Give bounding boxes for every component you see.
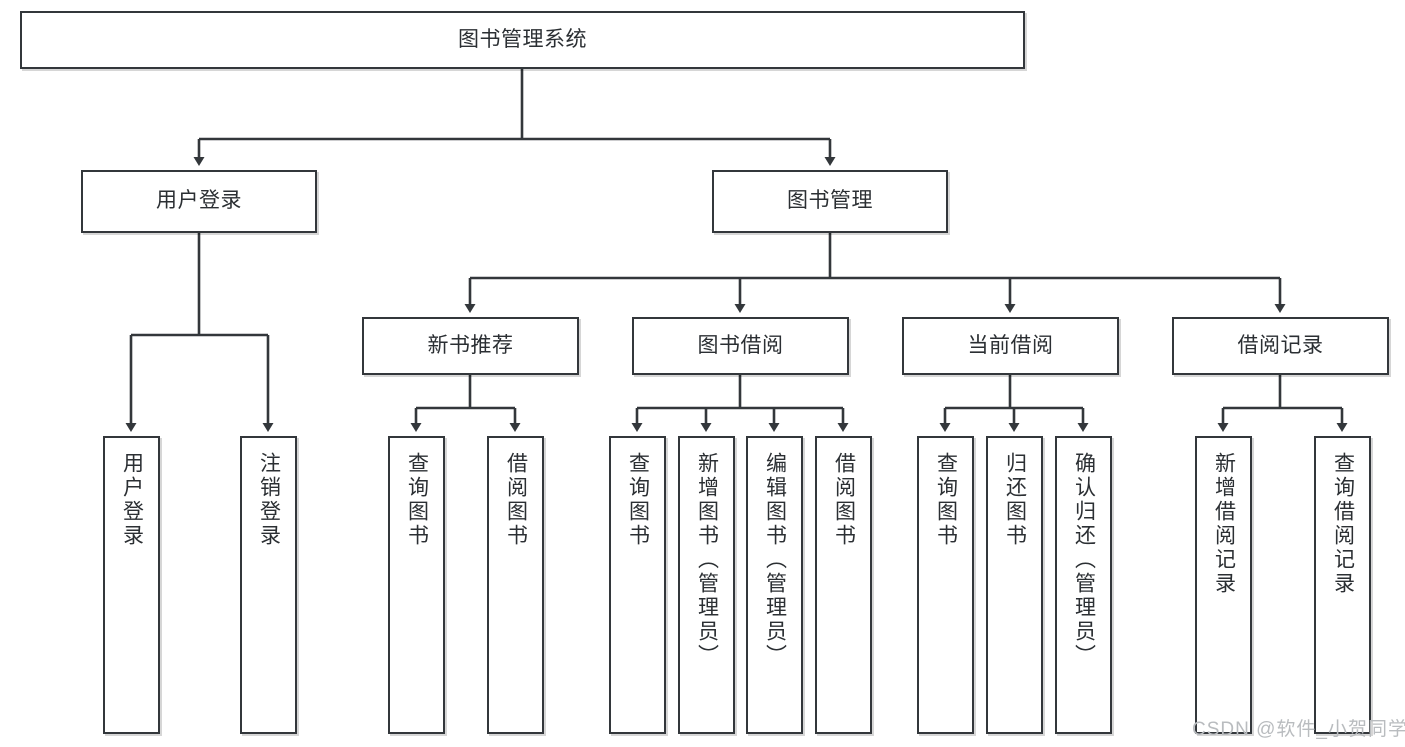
node-book-manage-label: 图书管理 bbox=[787, 189, 873, 213]
node-leaf-return-book-label: 归还图书 bbox=[1003, 452, 1027, 548]
node-current-borrow[interactable]: 当前借阅 bbox=[902, 317, 1119, 375]
node-leaf-query-book-3-label: 查询图书 bbox=[934, 452, 958, 548]
node-new-book-rec-label: 新书推荐 bbox=[427, 333, 514, 357]
node-leaf-query-book-1-label: 查询图书 bbox=[405, 452, 429, 548]
node-book-borrow[interactable]: 图书借阅 bbox=[632, 317, 849, 375]
node-leaf-borrow-book-2-label: 借阅图书 bbox=[832, 452, 856, 548]
node-leaf-user-logout[interactable]: 注销登录 bbox=[240, 436, 297, 734]
node-leaf-borrow-book-1-label: 借阅图书 bbox=[504, 452, 528, 548]
node-leaf-borrow-book-2[interactable]: 借阅图书 bbox=[815, 436, 872, 734]
node-leaf-edit-book[interactable]: 编辑图书（管理员） bbox=[746, 436, 803, 734]
node-leaf-query-record-label: 查询借阅记录 bbox=[1331, 452, 1355, 596]
node-leaf-user-logout-label: 注销登录 bbox=[257, 452, 281, 548]
node-leaf-edit-book-label: 编辑图书（管理员） bbox=[763, 452, 787, 668]
node-book-manage[interactable]: 图书管理 bbox=[712, 170, 948, 233]
node-leaf-user-login[interactable]: 用户登录 bbox=[103, 436, 160, 734]
node-leaf-query-book-2[interactable]: 查询图书 bbox=[609, 436, 666, 734]
node-leaf-query-book-3[interactable]: 查询图书 bbox=[917, 436, 974, 734]
node-borrow-record-label: 借阅记录 bbox=[1237, 333, 1324, 357]
node-leaf-add-record[interactable]: 新增借阅记录 bbox=[1195, 436, 1252, 734]
node-user-login[interactable]: 用户登录 bbox=[81, 170, 317, 233]
node-leaf-confirm-return-label: 确认归还（管理员） bbox=[1072, 452, 1096, 668]
node-leaf-add-record-label: 新增借阅记录 bbox=[1212, 452, 1236, 596]
node-current-borrow-label: 当前借阅 bbox=[967, 333, 1054, 357]
node-borrow-record[interactable]: 借阅记录 bbox=[1172, 317, 1389, 375]
node-user-login-label: 用户登录 bbox=[156, 189, 242, 213]
node-new-book-rec[interactable]: 新书推荐 bbox=[362, 317, 579, 375]
node-leaf-return-book[interactable]: 归还图书 bbox=[986, 436, 1043, 734]
node-leaf-confirm-return[interactable]: 确认归还（管理员） bbox=[1055, 436, 1112, 734]
node-leaf-query-book-2-label: 查询图书 bbox=[626, 452, 650, 548]
node-leaf-query-book-1[interactable]: 查询图书 bbox=[388, 436, 445, 734]
node-leaf-borrow-book-1[interactable]: 借阅图书 bbox=[487, 436, 544, 734]
node-leaf-query-record[interactable]: 查询借阅记录 bbox=[1314, 436, 1371, 734]
csdn-watermark: CSDN @软件_小贺同学 bbox=[1192, 719, 1405, 740]
node-book-borrow-label: 图书借阅 bbox=[697, 333, 784, 357]
node-root-label: 图书管理系统 bbox=[458, 27, 587, 51]
node-leaf-add-book[interactable]: 新增图书（管理员） bbox=[678, 436, 735, 734]
node-leaf-add-book-label: 新增图书（管理员） bbox=[695, 452, 719, 668]
node-leaf-user-login-label: 用户登录 bbox=[120, 452, 144, 548]
node-root[interactable]: 图书管理系统 bbox=[20, 11, 1025, 69]
